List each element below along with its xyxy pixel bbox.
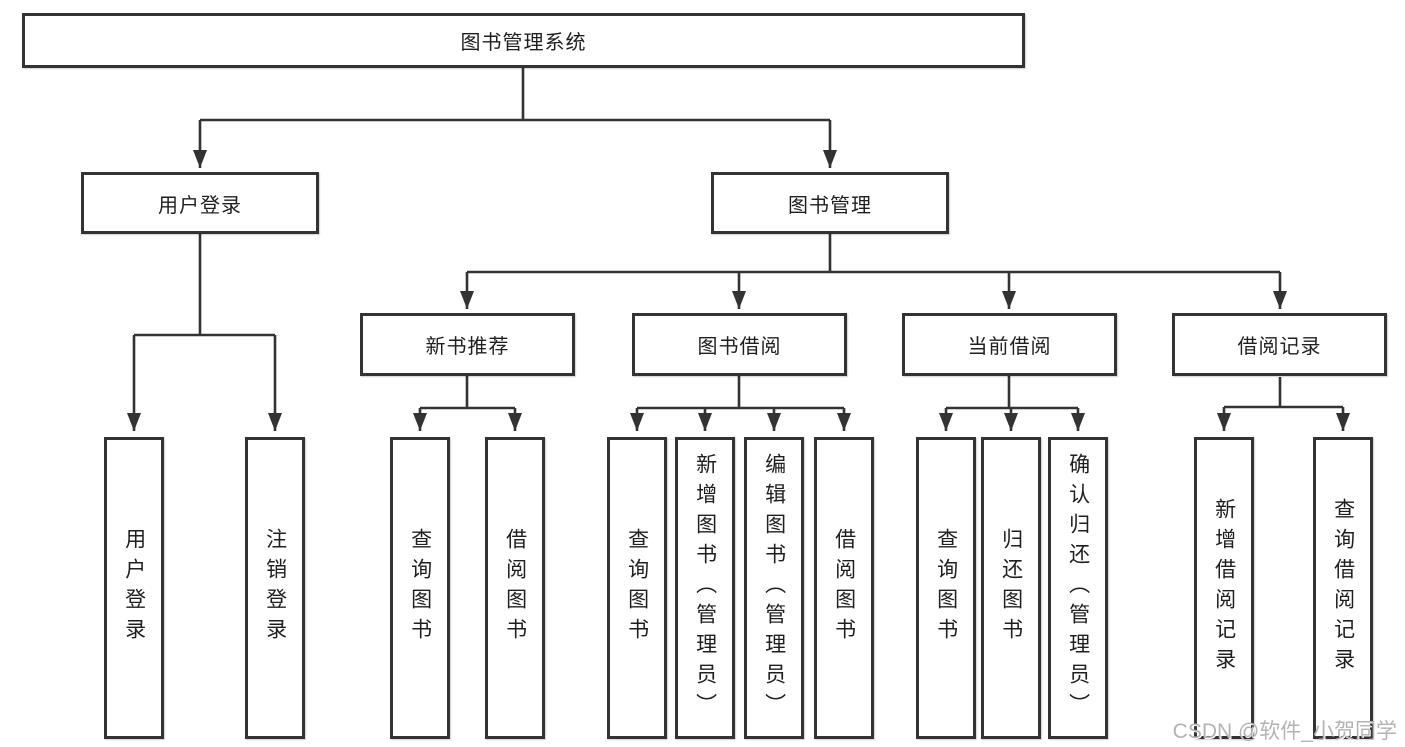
node-new-book-recommendation: 新书推荐	[360, 313, 575, 376]
leaf-edit-books-admin: 编辑图书（管理员）	[744, 437, 804, 739]
watermark: CSDN @软件_小贺同学	[1172, 720, 1397, 743]
node-library-system: 图书管理系统	[22, 13, 1025, 68]
leaf-query-books-borrowing: 查询图书	[607, 437, 667, 739]
node-current-borrowing: 当前借阅	[902, 313, 1117, 376]
node-book-management: 图书管理	[711, 172, 949, 234]
leaf-add-books-admin: 新增图书（管理员）	[675, 437, 735, 739]
leaf-borrow-books-recommend: 借阅图书	[485, 437, 545, 739]
leaf-logout: 注销登录	[245, 437, 305, 739]
node-user-login: 用户登录	[81, 172, 319, 234]
node-borrowing-records: 借阅记录	[1172, 313, 1387, 376]
leaf-confirm-return-admin: 确认归还（管理员）	[1048, 437, 1108, 739]
leaf-add-borrow-record: 新增借阅记录	[1194, 437, 1254, 739]
node-book-borrowing: 图书借阅	[632, 313, 847, 376]
leaf-query-borrow-record: 查询借阅记录	[1313, 437, 1373, 739]
leaf-borrow-books-borrowing: 借阅图书	[814, 437, 874, 739]
leaf-query-books-current: 查询图书	[916, 437, 976, 739]
leaf-query-books-recommend: 查询图书	[390, 437, 450, 739]
leaf-user-login: 用户登录	[104, 437, 164, 739]
leaf-return-books: 归还图书	[981, 437, 1041, 739]
